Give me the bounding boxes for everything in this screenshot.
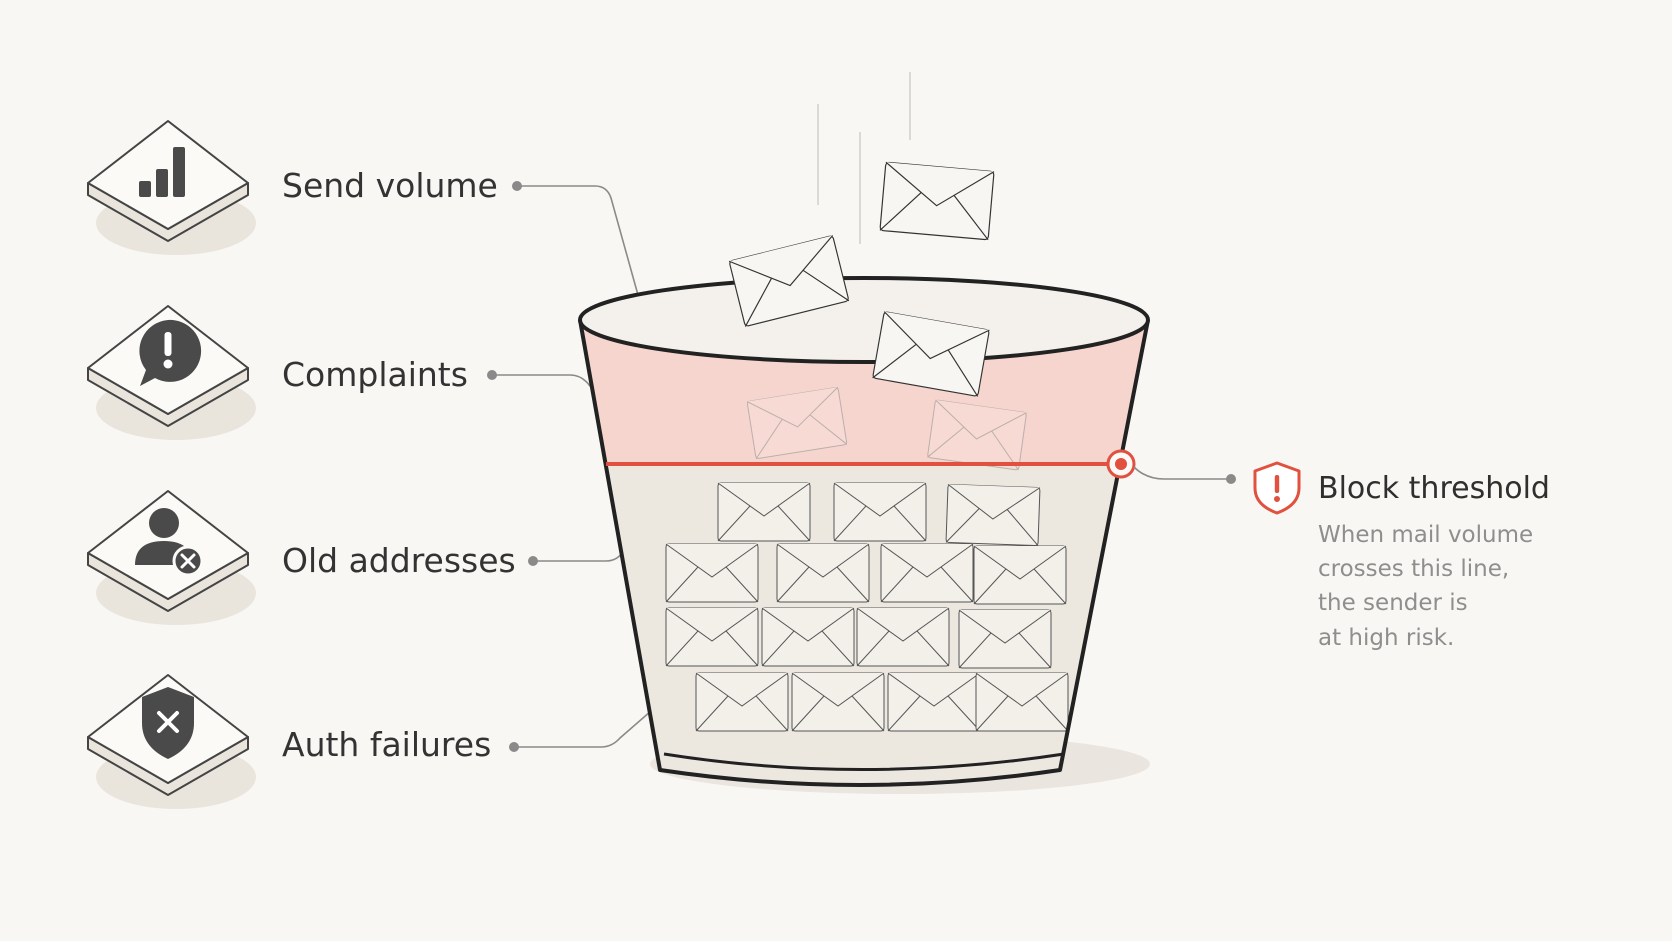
- envelope: [973, 545, 1067, 605]
- envelope: [958, 609, 1052, 669]
- threshold-leader-dot: [1226, 474, 1236, 484]
- bucket-bottom-rim: [663, 752, 1065, 771]
- threshold-description-line: crosses this line,: [1318, 556, 1509, 582]
- envelope: [975, 672, 1069, 732]
- tile-auth-failures: [87, 674, 256, 809]
- threshold-leader: [1133, 466, 1231, 480]
- threshold-title: Block threshold: [1318, 471, 1550, 506]
- tile-old-addresses: [87, 490, 256, 625]
- factor-label-complaints: Complaints: [282, 355, 468, 394]
- envelope: [695, 672, 789, 732]
- threshold-description-line: at high risk.: [1318, 625, 1454, 651]
- envelope: [717, 482, 811, 542]
- envelope: [887, 672, 981, 732]
- threshold-description-line: When mail volume: [1318, 522, 1533, 548]
- threshold-description-line: the sender is: [1318, 590, 1468, 616]
- warning-shield-icon: [1253, 461, 1301, 515]
- bucket-rim: [578, 276, 1150, 364]
- envelope: [926, 399, 1028, 471]
- bucket: [578, 161, 1150, 787]
- shield-x-icon: [142, 687, 194, 759]
- user-remove-icon: [135, 508, 204, 577]
- envelope: [665, 543, 759, 603]
- envelope: [833, 482, 927, 542]
- factor-label-old-addresses: Old addresses: [282, 541, 516, 580]
- envelope: [880, 543, 974, 603]
- factor-label-send-volume: Send volume: [282, 166, 498, 205]
- envelope: [665, 607, 759, 667]
- bucket-outline: [578, 319, 1150, 787]
- tile-complaints: [87, 305, 256, 440]
- envelope: [761, 607, 855, 667]
- envelope: [791, 672, 885, 732]
- envelope: [776, 543, 870, 603]
- envelope: [879, 161, 995, 241]
- bar-chart-icon: [139, 147, 185, 197]
- envelope: [856, 607, 950, 667]
- tile-send-volume: [87, 120, 256, 255]
- factor-label-auth-failures: Auth failures: [282, 725, 491, 764]
- complaint-bubble-icon: [139, 319, 202, 386]
- motion-lines: [817, 72, 911, 244]
- threshold-marker: [1106, 449, 1136, 479]
- envelope: [945, 483, 1041, 547]
